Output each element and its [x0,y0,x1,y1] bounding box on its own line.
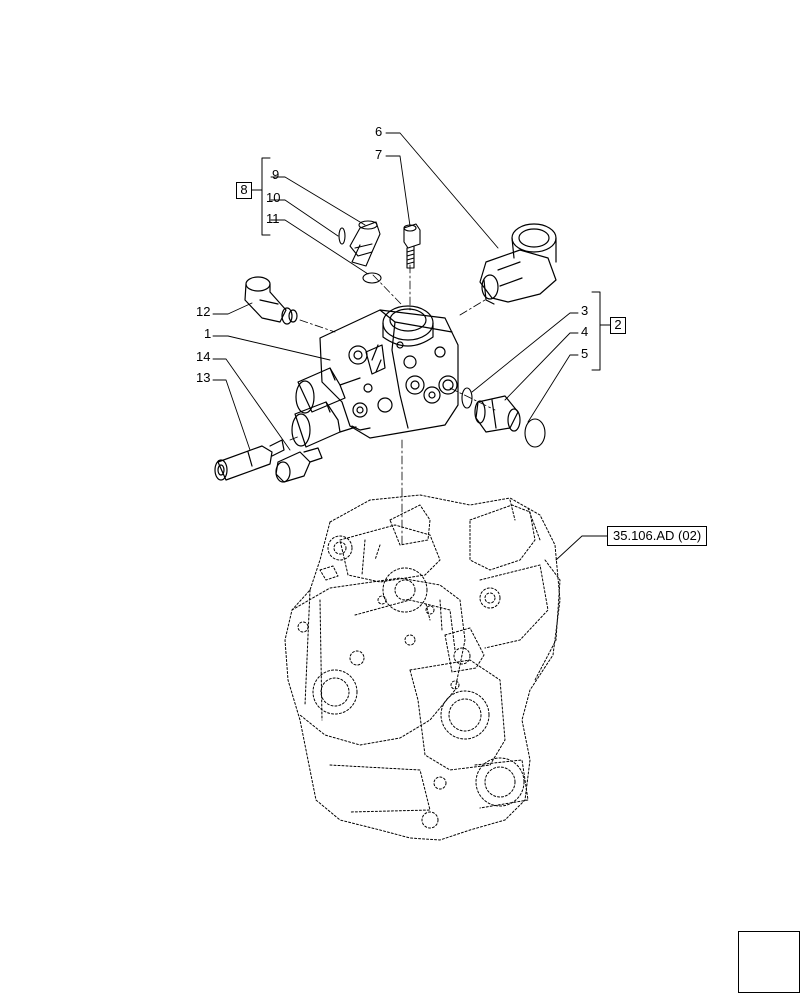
callout-11: 11 [266,211,280,226]
kit-box-2: 2 [610,317,626,334]
kit-brackets [249,157,611,371]
callout-4: 4 [581,324,589,339]
callout-12: 12 [196,304,211,319]
reference-link[interactable]: 35.106.AD (02) [607,526,708,546]
callout-5: 5 [581,346,589,361]
o-ring-5 [524,418,546,448]
kit-box-8: 8 [236,182,252,199]
callout-14: 14 [196,349,211,364]
adapter-4 [474,395,521,433]
valve-block [319,305,459,439]
pump-housing-phantom [284,494,561,841]
callout-3: 3 [581,303,589,318]
o-ring-11 [362,272,382,284]
callout-7: 7 [375,147,383,162]
elbow-fitting [349,220,381,267]
callout-6: 6 [375,124,383,139]
o-ring-10 [338,227,346,245]
left-elbow [244,276,298,325]
next-page-button[interactable] [738,931,800,993]
cartridge [214,439,285,481]
bolt [403,223,421,269]
small-fitting [275,447,323,483]
callout-10: 10 [266,190,281,205]
callout-13: 13 [196,370,211,385]
swivel-elbow [479,223,557,305]
callout-1: 1 [204,326,212,341]
o-ring-3 [461,387,473,409]
solenoid-cylinders [291,367,361,448]
callout-9: 9 [272,167,280,182]
leader-lines [212,132,608,561]
